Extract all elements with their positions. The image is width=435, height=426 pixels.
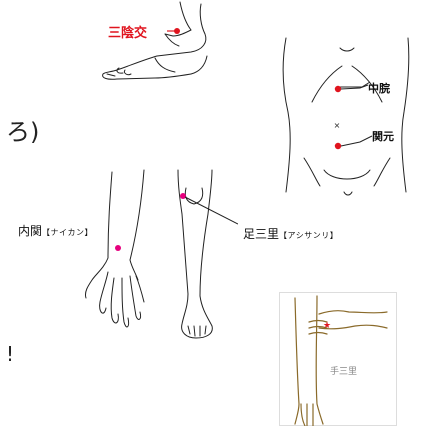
label-kangen: 関元 [372,128,394,144]
tesanri-illustration: ★ [279,292,397,426]
naikan-point [115,245,121,251]
label-naikan-kanji: 内関 [18,224,42,238]
abdomen-illustration: × [264,30,434,200]
forearm-illustration [70,168,170,338]
label-tesanri: 手三里 [330,364,357,377]
label-ashisanri-kana: 【アシサンリ】 [279,231,338,240]
svg-text:×: × [334,121,341,130]
label-naikan: 内関【ナイカン】 [18,222,93,239]
kangen-point [335,143,341,149]
svg-text:★: ★ [323,321,331,331]
text-fragment-ro: ろ) [6,112,39,147]
foot-illustration [95,0,215,82]
leg-illustration [168,166,238,346]
label-ashisanri-kanji: 足三里 [243,227,279,241]
text-fragment-exclamation: ! [6,342,14,366]
label-ashisanri: 足三里【アシサンリ】 [243,225,338,242]
label-sanninko: 三陰交 [108,22,147,41]
label-chukan: 中脘 [368,80,390,96]
ashisanri-point [180,193,186,199]
chukan-point [335,86,341,92]
label-naikan-kana: 【ナイカン】 [42,228,93,237]
